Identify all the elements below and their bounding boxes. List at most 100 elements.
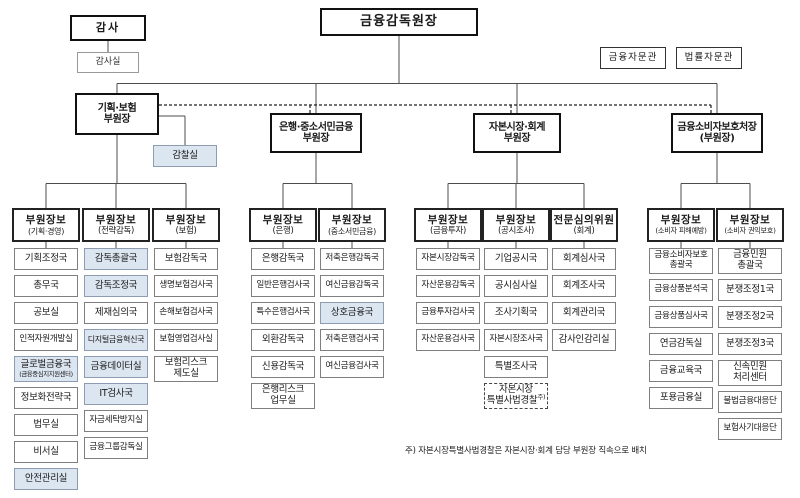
box-department: 손해보험검사국 xyxy=(154,302,218,324)
department-label: 자본시장 xyxy=(499,384,533,396)
department-label: 여신금융검사국 xyxy=(325,361,379,372)
box-financial-advisor: 금융자문관 xyxy=(600,47,666,69)
department-label: 상호금융국 xyxy=(330,306,374,318)
head-subtitle: (중소서민금융) xyxy=(327,226,376,236)
box-department: 금융교육국 xyxy=(649,360,713,382)
department-label: 자본시장감독국 xyxy=(421,253,475,264)
box-department: 자본시장조사국 xyxy=(484,329,548,351)
auditor-label: 감사 xyxy=(95,20,121,34)
department-label: 글로벌금융국 xyxy=(20,358,72,370)
box-assistant-deputy-head: 전문심의위원(회계) xyxy=(550,208,618,242)
head-title: 부원장보 xyxy=(165,213,207,226)
box-department: 저축은행감독국 xyxy=(320,248,384,270)
box-department: 감독총괄국 xyxy=(84,248,148,270)
box-department: 자금세탁방지실 xyxy=(84,410,148,432)
box-department: 보험영업검사실 xyxy=(154,329,218,351)
department-label: 총괄국 xyxy=(737,260,763,271)
box-assistant-deputy-head: 부원장보(공시조사) xyxy=(482,208,550,242)
department-label: 손해보험검사국 xyxy=(159,307,213,318)
box-department: 포용금융실 xyxy=(649,387,713,409)
department-label: 회계조사국 xyxy=(562,279,606,291)
box-department: 자산운용감독국 xyxy=(416,275,480,297)
head-subtitle: (소비자 권익보호) xyxy=(724,226,776,236)
head-subtitle: (은행) xyxy=(272,225,294,236)
box-assistant-deputy-head: 부원장보(은행) xyxy=(249,208,317,242)
governor-label: 금융감독원장 xyxy=(360,13,438,29)
department-label: 금융교육국 xyxy=(659,364,703,376)
box-department: IT검사국 xyxy=(84,383,148,405)
box-governor: 금융감독원장 xyxy=(320,8,478,36)
box-department: 은행감독국 xyxy=(251,248,315,270)
department-label: 은행리스크 xyxy=(261,384,305,396)
box-assistant-deputy-head: 부원장보(소비자 피해예방) xyxy=(647,208,715,242)
head-subtitle: (회계) xyxy=(573,225,595,236)
head-title: 부원장보 xyxy=(495,213,537,226)
label-line: 금융소비자보호처장 xyxy=(677,121,757,133)
box-department: 금융그룹감독실 xyxy=(84,437,148,459)
department-label: 생명보험검사국 xyxy=(159,280,213,291)
department-label: 감독총괄국 xyxy=(94,252,138,264)
box-assistant-deputy-head: 부원장보(보험) xyxy=(152,208,220,242)
box-department: 인적자원개발실 xyxy=(14,329,78,351)
head-title: 부원장보 xyxy=(25,213,67,226)
financial-advisor-label: 금융자문관 xyxy=(608,51,658,63)
department-label: 총무국 xyxy=(33,279,59,291)
department-label: 신용감독국 xyxy=(261,360,305,372)
box-department: 기업공시국 xyxy=(484,248,548,270)
department-label: 기획조정국 xyxy=(24,252,68,264)
department-label: 불법금융대응단 xyxy=(723,396,777,407)
head-subtitle: (금융투자) xyxy=(429,225,467,236)
department-label: 포용금융실 xyxy=(659,391,703,403)
department-label: 연금감독실 xyxy=(659,337,703,349)
department-sublabel: (금융중심지지원센터) xyxy=(19,370,73,379)
department-label: IT검사국 xyxy=(99,387,133,399)
box-department: 생명보험검사국 xyxy=(154,275,218,297)
department-label: 자본시장조사국 xyxy=(489,334,543,345)
box-department: 특별조사국 xyxy=(484,356,548,378)
label-line: 기획·보험 xyxy=(97,102,137,114)
department-label: 금융상품심사국 xyxy=(654,311,708,322)
head-subtitle: (소비자 피해예방) xyxy=(655,226,707,236)
department-label: 제재심의국 xyxy=(94,306,138,318)
department-label: 비서실 xyxy=(33,445,59,457)
box-department: 법무실 xyxy=(14,414,78,436)
department-label: 업무실 xyxy=(270,395,296,406)
head-title: 부원장보 xyxy=(660,214,702,227)
box-department: 제재심의국 xyxy=(84,302,148,324)
box-department: 상호금융국 xyxy=(320,302,384,324)
box-assistant-deputy-head: 부원장보(금융투자) xyxy=(414,208,482,242)
head-title: 부원장보 xyxy=(427,213,469,226)
department-label: 외환감독국 xyxy=(261,333,305,345)
box-department: 신용감독국 xyxy=(251,356,315,378)
department-label: 여신금융감독국 xyxy=(325,280,379,291)
box-department: 금융상품분석국 xyxy=(649,279,713,301)
department-label: 저축은행검사국 xyxy=(325,334,379,345)
box-assistant-deputy-head: 부원장보(중소서민금융) xyxy=(318,208,386,242)
box-department: 정보화전략국 xyxy=(14,387,78,409)
box-department: 보험사기대응단 xyxy=(718,418,782,440)
department-label: 금융민원 xyxy=(733,249,767,261)
label-line: 부원장 xyxy=(103,114,131,125)
label-line: 부원장 xyxy=(302,133,330,144)
department-label: 특수은행검사국 xyxy=(256,307,310,318)
box-department: 저축은행검사국 xyxy=(320,329,384,351)
box-department: 감독조정국 xyxy=(84,275,148,297)
department-label: 제도실 xyxy=(173,368,199,379)
box-department: 글로벌금융국(금융중심지지원센터) xyxy=(14,356,78,382)
box-department: 금융데이터실 xyxy=(84,356,148,378)
box-department: 금융상품심사국 xyxy=(649,306,713,328)
department-label: 은행감독국 xyxy=(261,252,305,264)
department-label: 신속민원 xyxy=(733,361,767,373)
head-subtitle: (전략감독) xyxy=(97,225,135,236)
department-label: 조사기획국 xyxy=(494,306,538,318)
department-label: 자산운용검사국 xyxy=(421,334,475,345)
head-title: 부원장보 xyxy=(331,213,373,226)
inspection-office-label: 감찰실 xyxy=(172,149,198,161)
department-label: 처리센터 xyxy=(733,372,767,383)
